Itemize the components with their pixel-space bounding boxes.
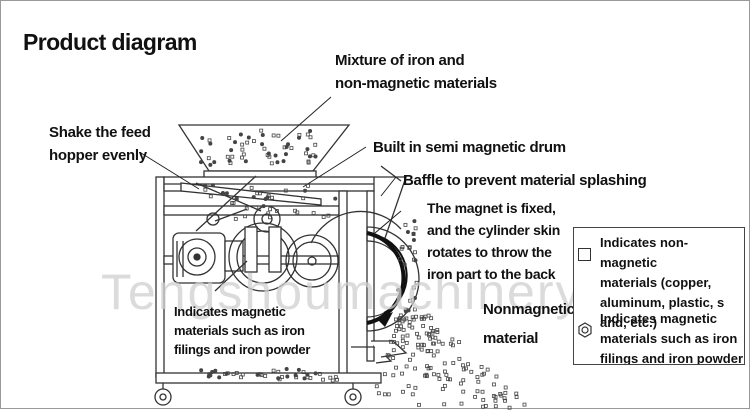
material-particles [199, 128, 527, 410]
nonmagnetic-label: Nonmagnetic material [483, 301, 575, 347]
magnetic-materials-label: Indicates magnetic materials such as iro… [174, 304, 311, 357]
baffle-label: Baffle to prevent material splashing [403, 172, 647, 189]
shake-hopper-label: Shake the feed hopper evenly [49, 124, 151, 164]
legend-box: Indicates non-magnetic materials (copper… [573, 227, 745, 365]
caster-wheels [154, 383, 362, 406]
page-title: Product diagram [23, 29, 197, 55]
watermark: Tengshoumachinery [101, 264, 583, 320]
mixture-label: Mixture of iron and non-magnetic materia… [335, 52, 497, 92]
magnetic-drum-label: Built in semi magnetic drum [373, 139, 566, 156]
legend-magnetic-text: Indicates magnetic materials such as iro… [600, 311, 743, 365]
square-icon [578, 248, 591, 261]
pulley-system [206, 205, 339, 292]
magnet-explanation-label: The magnet is fixed, and the cylinder sk… [427, 200, 560, 282]
nut-icon [578, 322, 592, 338]
legend-nonmagnetic-text: Indicates non-magnetic materials (copper… [600, 235, 725, 330]
feed-hopper [177, 124, 351, 184]
